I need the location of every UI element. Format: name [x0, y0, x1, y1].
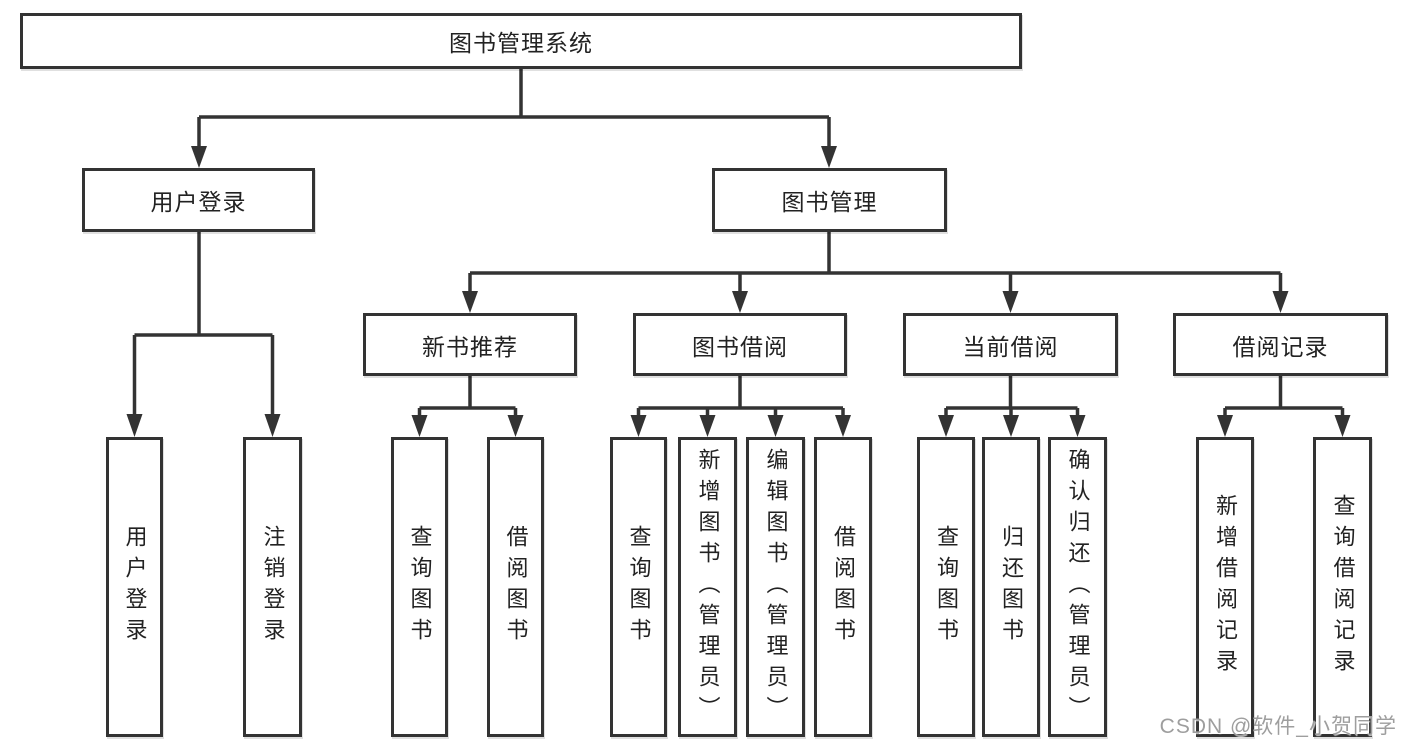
- leaf-current-return-book-label: 归还图书: [999, 525, 1024, 649]
- arrow-down-icon: [732, 291, 748, 313]
- leaf-recommend-query-book-label: 查询图书: [407, 525, 433, 649]
- leaf-borrow-add-book-admin-label: 新增图书（管理员）: [695, 447, 721, 727]
- node-root: 图书管理系统: [20, 13, 1022, 69]
- arrow-down-icon: [938, 415, 954, 437]
- leaf-borrow-edit-book-admin-label: 编辑图书（管理员）: [763, 447, 789, 727]
- leaf-records-query-record: 查询借阅记录: [1313, 437, 1372, 737]
- node-user-login: 用户登录: [82, 168, 315, 232]
- node-root-label: 图书管理系统: [449, 30, 593, 56]
- arrow-down-icon: [821, 146, 837, 168]
- arrow-down-icon: [411, 415, 428, 437]
- arrow-down-icon: [1003, 415, 1019, 437]
- node-book-management-label: 图书管理: [781, 189, 878, 215]
- connector-borrow-to-leaves: [636, 376, 845, 417]
- watermark: CSDN @软件_小贺同学: [1159, 715, 1397, 738]
- leaf-current-confirm-return-admin: 确认归还（管理员）: [1048, 437, 1107, 737]
- connector-current-to-leaves: [944, 376, 1080, 417]
- arrow-down-icon: [767, 415, 784, 437]
- leaf-current-query-book: 查询图书: [917, 437, 975, 737]
- leaf-borrow-borrow-book: 借阅图书: [814, 437, 872, 737]
- leaf-recommend-borrow-book-label: 借阅图书: [503, 525, 529, 649]
- node-current-borrow-label: 当前借阅: [962, 333, 1059, 360]
- leaf-logout-login-label: 注销登录: [260, 525, 286, 649]
- leaf-logout-login: 注销登录: [243, 437, 302, 737]
- connector-records-to-leaves: [1223, 376, 1345, 417]
- arrow-down-icon: [507, 415, 524, 437]
- arrow-down-icon: [191, 146, 207, 168]
- node-borrow-records: 借阅记录: [1173, 313, 1388, 376]
- leaf-current-confirm-return-admin-label: 确认归还（管理员）: [1065, 447, 1091, 727]
- node-user-login-label: 用户登录: [150, 189, 247, 215]
- node-book-borrow-label: 图书借阅: [692, 333, 788, 360]
- leaf-user-login: 用户登录: [106, 437, 163, 737]
- leaf-borrow-add-book-admin: 新增图书（管理员）: [678, 437, 737, 737]
- arrow-down-icon: [630, 415, 647, 437]
- leaf-borrow-borrow-book-label: 借阅图书: [831, 525, 856, 649]
- arrow-down-icon: [126, 414, 143, 437]
- leaf-records-add-record: 新增借阅记录: [1196, 437, 1254, 737]
- connector-book-mgmt-to-level3: [468, 232, 1283, 293]
- arrow-down-icon: [699, 415, 716, 437]
- arrow-down-icon: [1002, 291, 1019, 313]
- leaf-borrow-edit-book-admin: 编辑图书（管理员）: [746, 437, 805, 737]
- arrow-down-icon: [462, 291, 478, 313]
- node-current-borrow: 当前借阅: [903, 313, 1118, 376]
- arrow-down-icon: [1334, 415, 1351, 437]
- leaf-current-return-book: 归还图书: [982, 437, 1040, 737]
- node-book-borrow: 图书借阅: [633, 313, 847, 376]
- node-borrow-records-label: 借阅记录: [1232, 333, 1329, 360]
- arrowhead-icons: [126, 146, 1351, 437]
- node-new-book-recommend: 新书推荐: [363, 313, 577, 376]
- leaf-records-query-record-label: 查询借阅记录: [1330, 494, 1356, 680]
- arrow-down-icon: [1272, 291, 1289, 313]
- leaf-current-query-book-label: 查询图书: [934, 525, 959, 649]
- node-book-management: 图书管理: [712, 168, 947, 232]
- leaf-records-add-record-label: 新增借阅记录: [1213, 494, 1238, 680]
- leaf-recommend-query-book: 查询图书: [391, 437, 448, 737]
- leaf-borrow-query-book: 查询图书: [610, 437, 667, 737]
- connector-root-to-level2: [197, 69, 831, 147]
- arrow-down-icon: [835, 415, 851, 437]
- arrow-down-icon: [1217, 415, 1233, 437]
- arrow-down-icon: [264, 414, 281, 437]
- connector-user-login-to-leaves: [132, 232, 275, 416]
- leaf-recommend-borrow-book: 借阅图书: [487, 437, 544, 737]
- connector-recommend-to-leaves: [417, 376, 518, 417]
- node-new-book-recommend-label: 新书推荐: [422, 333, 518, 360]
- arrow-down-icon: [1069, 415, 1086, 437]
- leaf-borrow-query-book-label: 查询图书: [626, 525, 652, 649]
- leaf-user-login-label: 用户登录: [122, 525, 148, 649]
